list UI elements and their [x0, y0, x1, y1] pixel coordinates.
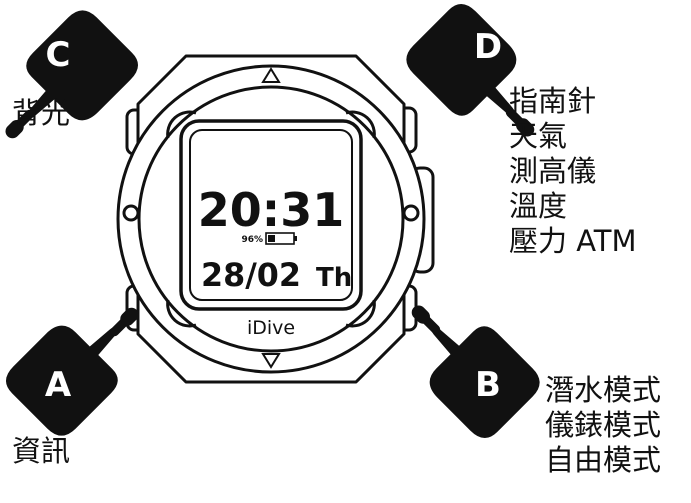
button-b-function: 潛水模式 [545, 373, 662, 407]
button-a-letter: A [45, 365, 72, 405]
hand-c [5, 10, 138, 139]
hand-a [6, 307, 139, 436]
hand-a-tip [120, 307, 139, 326]
up-arrow-icon [261, 67, 281, 83]
button-b-letter: B [475, 365, 501, 405]
brand-logo: iDive [247, 317, 295, 339]
button-b-function-list: 潛水模式 儀錶模式 自由模式 [545, 373, 661, 478]
hand-b-tip [411, 305, 430, 324]
hand-c-shape [26, 10, 138, 121]
display-date: 28/02 [201, 256, 301, 294]
button-d-function: 天氣 [509, 119, 568, 153]
button-d-function: 壓力 ATM [509, 224, 637, 258]
watch [116, 54, 435, 384]
down-arrow-icon [261, 353, 281, 369]
hand-b [411, 305, 540, 438]
bezel-arc-bl [166, 299, 197, 328]
hand-a-shape [6, 325, 118, 436]
bezel-arc-br [345, 299, 376, 328]
bezel-dot-left [122, 204, 140, 222]
hand-d-tip [516, 118, 535, 137]
button-d-function: 溫度 [509, 189, 568, 223]
display-inner [189, 129, 353, 301]
button-d-function: 測高儀 [509, 154, 597, 188]
battery-icon [265, 232, 297, 245]
display-weekday: Th [316, 263, 352, 293]
button-d-function: 指南針 [509, 84, 597, 118]
button-d-letter: D [474, 27, 502, 67]
button-c-label: 背光 [12, 96, 71, 130]
battery-percent: 96% [241, 235, 263, 245]
button-c-letter: C [46, 35, 71, 75]
button-b-function: 儀錶模式 [545, 408, 662, 442]
bezel-dot-right [402, 204, 420, 222]
hand-d-shape [406, 4, 517, 116]
hand-d [406, 4, 535, 137]
hand-b-shape [429, 326, 540, 438]
bezel-arc-tr [345, 110, 376, 139]
button-d-function-list: 指南針 天氣 測高儀 溫度 壓力 ATM [509, 84, 637, 259]
hand-c-tip [5, 120, 24, 139]
bezel-arc-tl [166, 110, 197, 139]
button-a-label: 資訊 [12, 434, 71, 468]
display-time: 20:31 [198, 183, 344, 237]
button-b-function: 自由模式 [545, 443, 662, 477]
